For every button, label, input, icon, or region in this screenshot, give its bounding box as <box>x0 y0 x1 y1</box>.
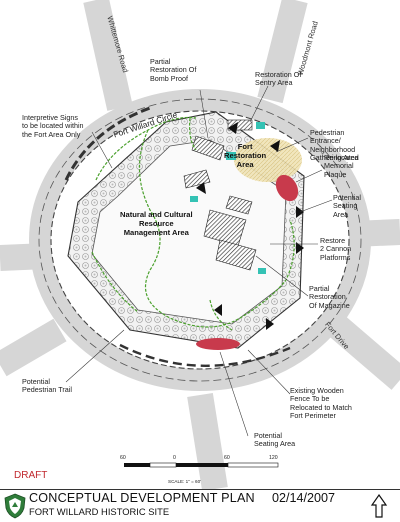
scale-tick: 0 <box>173 455 176 461</box>
fort-inner-parade <box>91 139 287 325</box>
callout-interpretive-signs: Interpretive Signs to be located within … <box>22 113 84 139</box>
north-arrow-icon <box>370 493 388 518</box>
sentry-restoration <box>227 119 253 131</box>
callout-markers <box>196 122 304 330</box>
magazine-restoration <box>225 195 253 215</box>
scale-tick: 60 <box>224 455 230 461</box>
fence-heavy-dash-south <box>119 343 291 367</box>
plan-subtitle: FORT WILLARD HISTORIC SITE <box>29 506 170 517</box>
title-block: CONCEPTUAL DEVELOPMENT PLAN 02/14/2007 F… <box>0 489 400 522</box>
area-label-fort-restoration: Fort Restoration Area <box>224 142 267 169</box>
roads <box>0 0 400 492</box>
area-label-natural-cultural: Natural and Cultural Resource Management… <box>120 210 193 237</box>
plan-title: CONCEPTUAL DEVELOPMENT PLAN <box>29 491 255 505</box>
callout-seating-south: Potential Seating Area <box>254 431 296 449</box>
leader-lines <box>65 85 333 437</box>
scale-label: SCALE: 1" = 60' <box>168 479 202 484</box>
callout-trail: Potential Pedestrian Trail <box>22 377 72 395</box>
pedestrian-trail <box>91 116 295 331</box>
scale-tick: 120 <box>269 455 278 461</box>
fence-heavy-dash-west <box>64 106 151 181</box>
callout-memorial: Re-located Memorial Plaque <box>324 153 359 179</box>
callout-pedestrian-entrance: Pedestrian Entrance/ Neighborhood Gather… <box>310 128 359 163</box>
scale-bar <box>124 462 279 468</box>
gathering-area <box>234 138 302 182</box>
callout-cannon-platforms: Restore 2 Cannon Platforms <box>320 236 352 262</box>
callout-bomb-proof: Partial Restoration Of Bomb Proof <box>150 57 197 83</box>
cannon-platform-east <box>215 239 257 271</box>
scale-tick: 60 <box>120 455 126 461</box>
plan-date: 02/14/2007 <box>272 491 336 505</box>
callout-magazine: Partial Restoration Of Magazine <box>309 284 350 310</box>
seating-area-south <box>196 338 240 350</box>
seal-icon <box>4 493 26 519</box>
draft-stamp: DRAFT <box>14 470 48 481</box>
fort-willard-circle-road <box>29 89 371 391</box>
seating-area-east <box>275 174 299 202</box>
callout-seating-east: Potential Seating Area <box>333 193 361 219</box>
callout-sentry: Restoration Of Sentry Area <box>255 70 302 88</box>
callout-fence: Existing Wooden Fence To be Relocated to… <box>290 386 352 421</box>
restoration-markers <box>190 122 266 274</box>
wooden-fence-line <box>38 98 362 382</box>
